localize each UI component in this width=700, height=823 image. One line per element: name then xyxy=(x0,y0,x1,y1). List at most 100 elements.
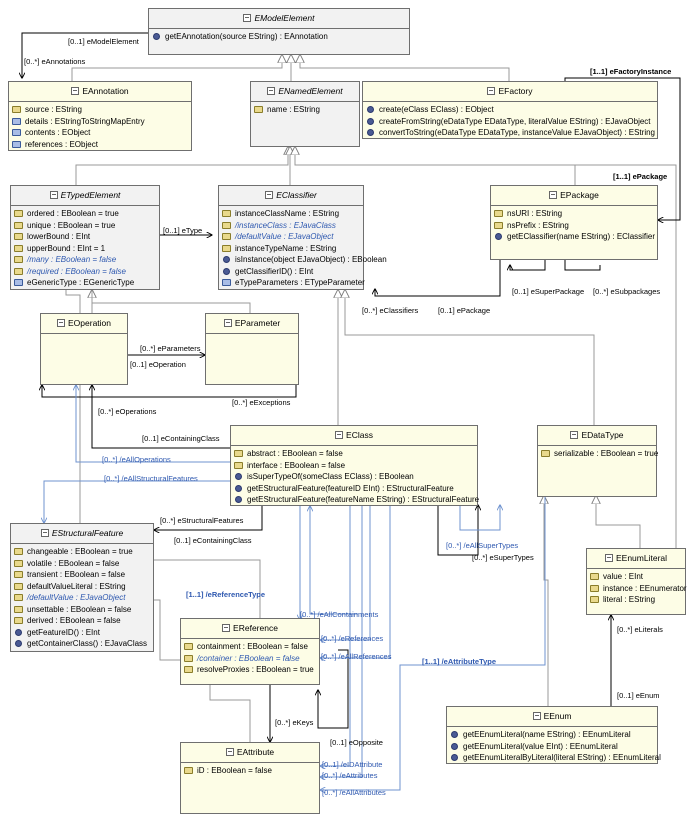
derived-attribute-row[interactable]: /many : EBoolean = false xyxy=(14,254,156,266)
operation-row[interactable]: getEStructuralFeature(featureName EStrin… xyxy=(234,494,479,506)
operation-row[interactable]: isSuperTypeOf(someClass EClass) : EBoole… xyxy=(234,471,474,483)
operation-row[interactable]: getContainerClass() : EJavaClass xyxy=(14,638,150,650)
attribute-row[interactable]: interface : EBoolean = false xyxy=(234,460,474,472)
attribute-icon xyxy=(590,573,599,580)
operation-icon xyxy=(235,473,242,480)
class-header: ENamedElement xyxy=(251,82,359,101)
class-eenumliteral[interactable]: EEnumLiteral value : EInt instance : EEn… xyxy=(586,548,687,615)
attribute-row[interactable]: iD : EBoolean = false xyxy=(184,765,316,777)
class-etypedelement[interactable]: ETypedElement ordered : EBoolean = true … xyxy=(10,185,160,290)
class-icon xyxy=(335,431,344,439)
label-eliterals: [0..*] eLiterals xyxy=(617,625,663,634)
attribute-row[interactable]: volatile : EBoolean = false xyxy=(14,558,150,570)
operation-icon xyxy=(367,117,374,125)
operation-row[interactable]: getClassifierID() : EInt xyxy=(222,266,360,278)
attribute-row[interactable]: resolveProxies : EBoolean = true xyxy=(184,664,316,676)
attribute-icon xyxy=(14,256,23,263)
attribute-row[interactable]: unique : EBoolean = true xyxy=(14,220,156,232)
reference-row[interactable]: contents : EObject xyxy=(12,127,188,139)
operation-row[interactable]: getEEnumLiteral(name EString) : EEnumLit… xyxy=(450,729,654,741)
operation-icon xyxy=(235,484,242,492)
class-eoperation[interactable]: EOperation xyxy=(40,313,128,385)
attribute-row[interactable]: defaultValueLiteral : EString xyxy=(14,581,150,593)
class-eparameter[interactable]: EParameter xyxy=(205,313,299,385)
attribute-icon xyxy=(254,106,263,113)
attribute-row[interactable]: derived : EBoolean = false xyxy=(14,615,150,627)
attribute-row[interactable]: nsURI : EString xyxy=(494,208,654,220)
operation-icon xyxy=(15,640,22,647)
attribute-row[interactable]: name : EString xyxy=(254,104,356,116)
class-ereference[interactable]: EReference containment : EBoolean = fals… xyxy=(180,618,320,685)
class-header: EModelElement xyxy=(149,9,409,28)
attribute-icon xyxy=(14,233,23,240)
attribute-icon xyxy=(14,267,23,275)
reference-icon xyxy=(12,140,21,148)
attribute-icon xyxy=(222,233,231,240)
derived-attribute-row[interactable]: /defaultValue : EJavaObject xyxy=(222,231,360,243)
operation-row[interactable]: createFromString(eDataType EDataType, li… xyxy=(366,116,654,128)
label-eallreferences: [0..*] /eAllReferences xyxy=(321,652,392,661)
reference-row[interactable]: references : EObject xyxy=(12,139,188,151)
attribute-icon xyxy=(234,461,243,469)
class-estructuralfeature[interactable]: EStructuralFeature changeable : EBoolean… xyxy=(10,523,154,652)
reference-row[interactable]: eTypeParameters : ETypeParameter xyxy=(222,277,365,289)
label-eoperations: [0..*] eOperations xyxy=(98,407,157,416)
operation-row[interactable]: getEAnnotation(source EString) : EAnnota… xyxy=(152,31,406,43)
attribute-row[interactable]: literal : EString xyxy=(590,594,682,606)
operation-row[interactable]: getEStructuralFeature(featureID EInt) : … xyxy=(234,483,474,495)
attribute-row[interactable]: serializable : EBoolean = true xyxy=(541,448,658,460)
label-econtainingclass-op: [0..1] eContainingClass xyxy=(142,434,220,443)
class-icon xyxy=(40,529,49,537)
label-ekeys: [0..*] eKeys xyxy=(275,718,314,727)
reference-row[interactable]: eGenericType : EGenericType xyxy=(14,277,156,289)
class-eclass[interactable]: EClass abstract : EBoolean = false inter… xyxy=(230,425,479,506)
attribute-row[interactable]: source : EString xyxy=(12,104,188,116)
attribute-row[interactable]: instanceTypeName : EString xyxy=(222,243,360,255)
operation-row[interactable]: convertToString(eDataType EDataType, ins… xyxy=(366,127,655,139)
class-icon xyxy=(265,191,274,199)
attribute-row[interactable]: ordered : EBoolean = true xyxy=(14,208,156,220)
class-header: EStructuralFeature xyxy=(11,524,153,543)
derived-attribute-row[interactable]: /container : EBoolean = false xyxy=(184,653,316,665)
attribute-row[interactable]: changeable : EBoolean = true xyxy=(14,546,150,558)
derived-attribute-row[interactable]: /instanceClass : EJavaClass xyxy=(222,220,360,232)
attribute-row[interactable]: instance : EEnumerator xyxy=(590,583,687,595)
attribute-row[interactable]: abstract : EBoolean = false xyxy=(234,448,474,460)
derived-attribute-row[interactable]: /defaultValue : EJavaObject xyxy=(14,592,150,604)
reference-icon xyxy=(12,129,21,136)
attribute-icon xyxy=(222,221,231,229)
class-efactory[interactable]: EFactory create(eClass EClass) : EObject… xyxy=(362,81,658,139)
attribute-icon xyxy=(14,582,23,590)
operation-row[interactable]: getEClassifier(name EString) : EClassifi… xyxy=(494,231,655,243)
operation-row[interactable]: isInstance(object EJavaObject) : EBoolea… xyxy=(222,254,387,266)
attribute-icon xyxy=(14,244,23,252)
class-eannotation[interactable]: EAnnotation source : EString details : E… xyxy=(8,81,192,151)
attribute-row[interactable]: lowerBound : EInt xyxy=(14,231,156,243)
derived-attribute-row[interactable]: /required : EBoolean = false xyxy=(14,266,156,278)
class-icon xyxy=(223,319,232,327)
attribute-row[interactable]: transient : EBoolean = false xyxy=(14,569,150,581)
class-enamedelement[interactable]: ENamedElement name : EString xyxy=(250,81,360,147)
class-emodelelement[interactable]: EModelElement getEAnnotation(source EStr… xyxy=(148,8,410,55)
operation-row[interactable]: getFeatureID() : EInt xyxy=(14,627,150,639)
operation-icon xyxy=(451,742,458,750)
operation-row[interactable]: getEEnumLiteral(value EInt) : EEnumLiter… xyxy=(450,741,654,753)
operation-row[interactable]: create(eClass EClass) : EObject xyxy=(366,104,654,116)
attribute-row[interactable]: upperBound : EInt = 1 xyxy=(14,243,156,255)
class-epackage[interactable]: EPackage nsURI : EString nsPrefix : EStr… xyxy=(490,185,658,260)
label-efactoryinstance: [1..1] eFactoryInstance xyxy=(590,67,672,76)
class-edatatype[interactable]: EDataType serializable : EBoolean = true xyxy=(537,425,658,497)
attribute-row[interactable]: containment : EBoolean = false xyxy=(184,641,316,653)
reference-row[interactable]: details : EStringToStringMapEntry xyxy=(12,116,188,128)
operation-icon xyxy=(451,731,458,738)
attribute-row[interactable]: value : EInt xyxy=(590,571,682,583)
class-eclassifier[interactable]: EClassifier instanceClassName : EString … xyxy=(218,185,387,290)
attribute-row[interactable]: instanceClassName : EString xyxy=(222,208,360,220)
class-eattribute[interactable]: EAttribute iD : EBoolean = false xyxy=(180,742,320,814)
attribute-icon xyxy=(12,106,21,113)
attribute-row[interactable]: nsPrefix : EString xyxy=(494,220,654,232)
attribute-row[interactable]: unsettable : EBoolean = false xyxy=(14,604,150,616)
operation-row[interactable]: getEEnumLiteralByLiteral(literal EString… xyxy=(450,752,661,764)
class-eenum[interactable]: EEnum getEEnumLiteral(name EString) : EE… xyxy=(446,706,661,764)
operation-icon xyxy=(223,267,230,275)
